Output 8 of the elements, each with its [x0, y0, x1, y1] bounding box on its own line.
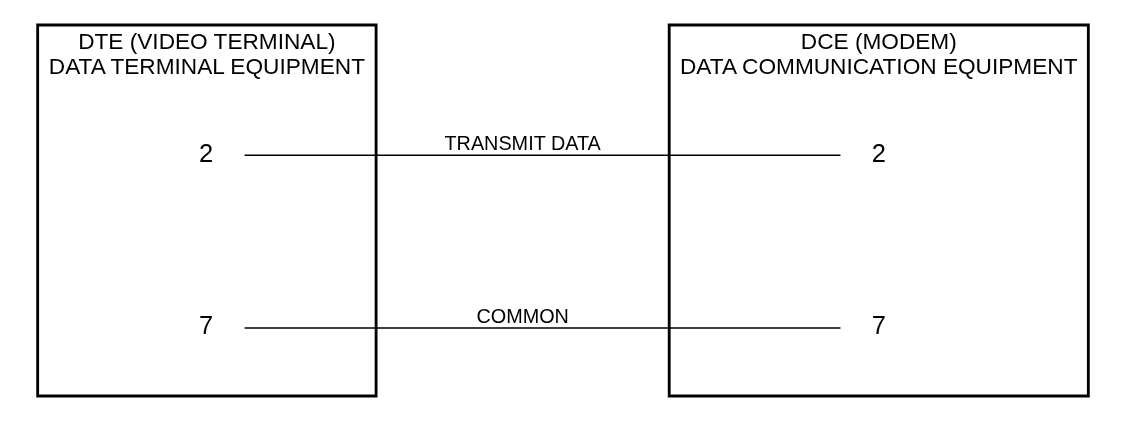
- connector: [243, 327, 842, 329]
- connector: [243, 154, 842, 156]
- node-text: 2: [871, 138, 886, 167]
- edge-label: TRANSMIT DATA: [444, 131, 601, 154]
- node-text: 7: [871, 311, 886, 340]
- node-text: 2: [199, 138, 214, 167]
- edge-label: COMMON: [476, 304, 569, 327]
- node-text: 7: [199, 311, 214, 340]
